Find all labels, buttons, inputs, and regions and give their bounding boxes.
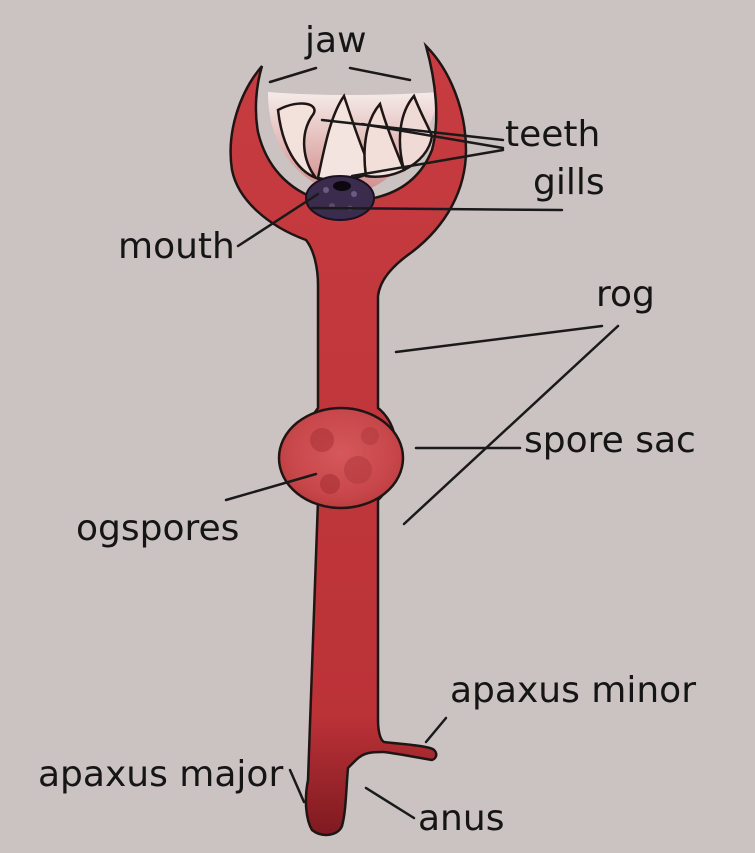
label-gills: gills — [533, 162, 605, 203]
label-jaw: jaw — [304, 20, 367, 61]
mouth-gills — [305, 175, 375, 221]
label-anus: anus — [418, 798, 504, 839]
tooth-right-inner — [363, 101, 406, 178]
tooth-left — [276, 102, 320, 181]
leader-lines — [224, 66, 620, 820]
label-apaxus-minor: apaxus minor — [450, 670, 696, 711]
label-teeth: teeth — [505, 114, 600, 155]
mouth-opening — [333, 181, 351, 191]
spore-sac — [277, 406, 405, 510]
label-mouth: mouth — [118, 226, 235, 267]
ogspores-texture — [310, 427, 379, 494]
label-ogspores: ogspores — [76, 508, 239, 549]
label-rog: rog — [596, 274, 655, 315]
label-apaxus-major: apaxus major — [38, 754, 283, 795]
label-spore-sac: spore sac — [524, 420, 696, 461]
